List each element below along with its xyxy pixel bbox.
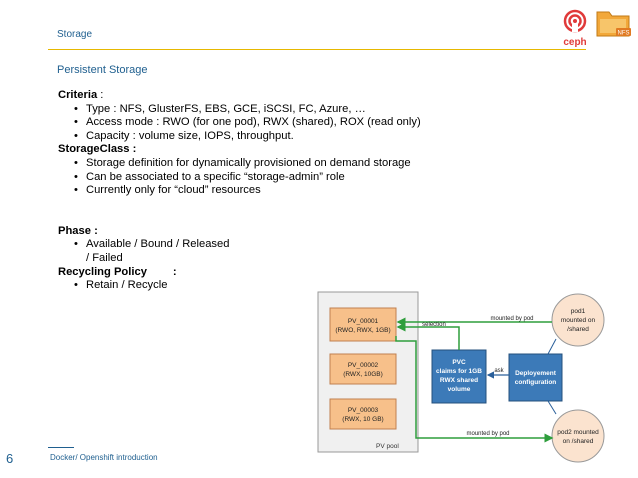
ceph-logo: ceph <box>563 9 587 48</box>
content-body: Criteria : Type : NFS, GlusterFS, EBS, G… <box>58 89 478 293</box>
recycling-colon: : <box>172 265 177 278</box>
recycling-list: Retain / Recycle <box>58 279 478 293</box>
phase-list: Available / Bound / Released/ Failed <box>58 238 478 265</box>
list-item: Access mode : RWO (for one pod), RWX (sh… <box>74 116 478 130</box>
pvc-line-2: claims for 1GB <box>436 368 482 375</box>
pod1-line-3: /shared <box>567 326 589 333</box>
phase-item-line2: / Failed <box>86 251 123 264</box>
pod2-line-1: pod2 mounted <box>557 429 599 436</box>
pv-2-name: PV_00002 <box>348 362 379 369</box>
footer-divider <box>48 447 74 448</box>
deploy-line-2: configuration <box>515 379 557 386</box>
list-item: Currently only for “cloud” resources <box>74 184 478 198</box>
pv-3-spec: (RWX, 10 GB) <box>342 416 383 423</box>
criteria-heading: Criteria <box>58 89 98 101</box>
footer-text: Docker/ Openshift introduction <box>50 453 158 462</box>
pod1-line-2: mounted on <box>561 317 596 324</box>
pv-pvc-diagram: PV pool PV_00001 (RWO, RWX, 1GB) PV_0000… <box>317 291 605 463</box>
pv-1-name: PV_00001 <box>348 318 379 325</box>
pod1-circle <box>551 293 605 347</box>
pvc-line-1: PVC <box>452 359 466 366</box>
criteria-heading-line: Criteria : <box>58 89 478 103</box>
recycling-heading-line: Recycling Policy: <box>58 266 478 280</box>
pod1-line-1: pod1 <box>571 308 586 315</box>
pv-box-2 <box>329 353 397 385</box>
pod2-deploy-link <box>547 400 557 415</box>
storageclass-list: Storage definition for dynamically provi… <box>58 157 478 198</box>
pv-pool-label: PV pool <box>376 443 399 450</box>
criteria-list: Type : NFS, GlusterFS, EBS, GCE, iSCSI, … <box>58 103 478 144</box>
pod2-circle <box>551 409 605 463</box>
deploy-line-1: Deployement <box>515 370 557 377</box>
phase-heading: Phase : <box>58 224 98 237</box>
list-item: Storage definition for dynamically provi… <box>74 157 478 171</box>
page-number: 6 <box>6 451 14 466</box>
criteria-colon: : <box>97 89 104 101</box>
pv-box-3 <box>329 398 397 430</box>
phase-item-line1: Available / Bound / Released <box>86 238 230 251</box>
pv-2-spec: (RWX, 10GB) <box>343 371 383 378</box>
pv-1-spec: (RWO, RWX, 1GB) <box>335 327 390 334</box>
header-divider <box>48 49 586 50</box>
pod1-deploy-link <box>547 338 557 355</box>
nfs-folder-label: NFS <box>618 31 630 37</box>
deployment-config-box <box>508 353 563 402</box>
list-item: Capacity : volume size, IOPS, throughput… <box>74 130 478 144</box>
pv-3-name: PV_00003 <box>348 407 379 414</box>
recycling-heading: Recycling Policy <box>58 265 147 278</box>
page-header-title: Storage <box>57 29 93 40</box>
list-item: Type : NFS, GlusterFS, EBS, GCE, iSCSI, … <box>74 103 478 117</box>
pv-box-1 <box>329 307 397 342</box>
pvc-line-3: RWX shared <box>440 377 478 384</box>
selection-label: selection <box>422 322 446 328</box>
section-subtitle: Persistent Storage <box>57 64 148 76</box>
mounted-label-bottom: mounted by pod <box>466 431 509 437</box>
ceph-logo-text: ceph <box>563 37 586 48</box>
selection-arrow <box>396 322 460 350</box>
mounted-label-top: mounted by pod <box>490 316 533 322</box>
ask-label: ask <box>494 368 504 374</box>
storageclass-heading: StorageClass : <box>58 143 137 156</box>
list-item: Available / Bound / Released/ Failed <box>74 238 478 265</box>
pvc-box <box>431 349 487 404</box>
list-item: Can be associated to a specific “storage… <box>74 171 478 185</box>
mounted-arrow-bottom <box>395 336 554 443</box>
pod2-line-2: on /shared <box>563 438 594 445</box>
pvc-line-4: volume <box>448 386 471 393</box>
list-item: Retain / Recycle <box>74 279 478 293</box>
nfs-folder-icon: NFS <box>596 11 631 37</box>
